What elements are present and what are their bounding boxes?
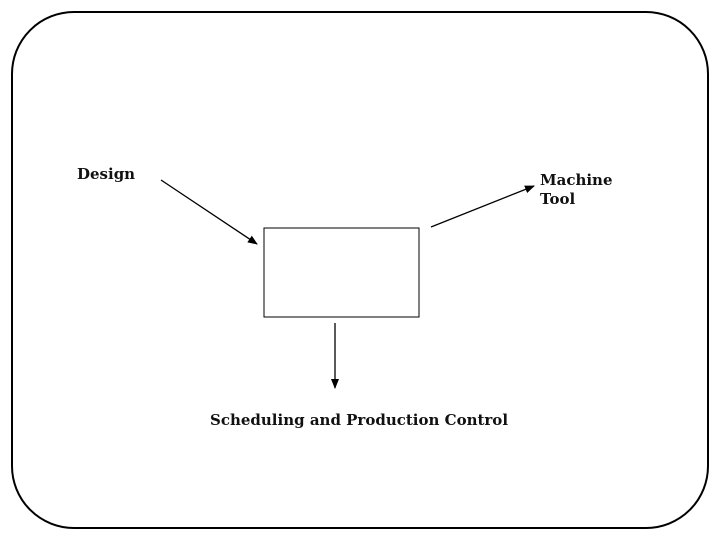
machine-tool-label: Machine Tool [540,171,613,209]
slide-border [11,11,709,529]
arrow-box-to-machine-tool [430,185,535,228]
machine-tool-label-line1: Machine [540,171,613,189]
machine-tool-label-line2: Tool [540,190,576,208]
design-label: Design [77,165,136,183]
arrow-design-to-box [160,179,258,245]
central-box [263,227,420,318]
scheduling-label: Scheduling and Production Control [210,411,509,429]
